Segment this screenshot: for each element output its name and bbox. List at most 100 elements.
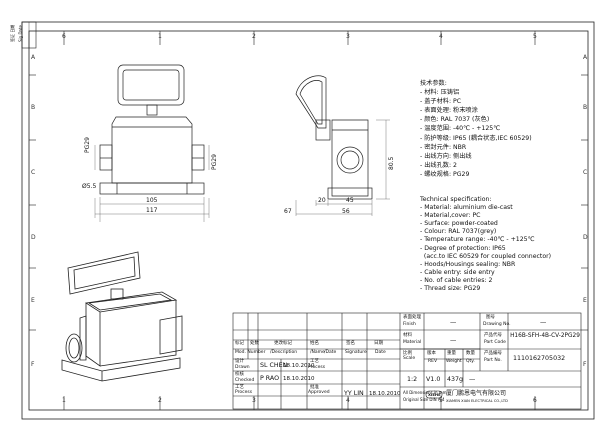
dim-pg29-left: PG29	[84, 137, 91, 153]
dim-80-5: 80.5	[388, 156, 395, 170]
qty-cn: 数量	[466, 351, 475, 356]
process-en-2: Process	[235, 390, 253, 395]
grid-bottom-label: 3	[252, 397, 256, 404]
dim-67: 67	[284, 208, 292, 215]
spec-en-line: (acc.to IEC 60529 for coupled connector)	[420, 252, 552, 260]
isometric-view	[61, 251, 183, 382]
dim-45: 45	[346, 197, 354, 204]
date-cn: 日期	[374, 341, 383, 346]
rev-desc-cn: 更改标记	[274, 341, 292, 346]
material-en: Material	[403, 340, 422, 345]
spec-en-line: - Hoods/Housings sealing: NBR	[420, 260, 516, 268]
inner-frame	[28, 30, 589, 411]
grid-bottom-label: 2	[158, 397, 162, 404]
checked-en: Checked	[235, 378, 255, 383]
rev-val: V1.0	[426, 376, 441, 383]
grid-top-label: 2	[252, 33, 256, 40]
front-view-dimension-lines	[94, 145, 210, 222]
approved-date: 18.10.2010	[369, 391, 401, 397]
grid-left-label: A	[31, 54, 36, 61]
checked-name: P RAO	[260, 375, 280, 382]
dim-20: 20	[318, 197, 326, 204]
date-en: Date	[375, 350, 386, 355]
spec-en-line: - Material,cover: PC	[420, 212, 481, 220]
title-block-grid	[232, 312, 582, 410]
stamp-en: Sig Date	[18, 24, 23, 42]
grid-bottom-label: 6	[533, 397, 537, 404]
drawing-no-val: —	[540, 319, 547, 326]
drawn-name: SL CHEN	[260, 362, 288, 369]
approved-cn: 批准	[310, 385, 319, 390]
process-en: Process	[308, 365, 326, 370]
drawn-date: 18.10.2010	[283, 363, 315, 369]
spec-en-line: - No. of cable entries: 2	[420, 276, 493, 284]
finish-val: —	[450, 319, 457, 326]
name-label: /Name	[310, 350, 325, 355]
company-name-cn: 厦门鹏恩电气有限公司	[446, 390, 507, 397]
checked-date: 18.10.2010	[283, 376, 315, 382]
grid-left-label: F	[31, 361, 35, 368]
spec-list-cn: 技术参数: - 材料: 压铸铝 - 盖子材料: PC - 表面处理: 粉末喷涂 …	[420, 79, 532, 179]
grid-bottom-label: 5	[439, 397, 443, 404]
spec-en-line: - Colour: RAL 7037(grey)	[420, 228, 497, 236]
process-cn-2: 工艺	[235, 385, 244, 390]
part-code-cn: 产品代号	[484, 333, 502, 338]
grid-top-label: 4	[439, 33, 443, 40]
material-cn: 材料	[403, 333, 412, 338]
spec-en-line: - Degree of protection: IP65	[420, 244, 506, 252]
spec-cn-line: - 表面处理: 粉末喷涂	[420, 107, 478, 115]
signature-en: Signature	[345, 350, 367, 355]
spec-cn-line: - 防护等级: IP65 (耦合状态,IEC 60529)	[420, 134, 532, 142]
part-code-en: Part Code	[484, 340, 506, 345]
company-name-en: XIAMEN XIAN ELECTRICAL CO.,LTD	[446, 399, 508, 403]
grid-right-label: C	[583, 169, 588, 176]
grid-right-label: A	[583, 54, 588, 61]
spec-cn-line: - 出线方向: 侧出线	[420, 152, 472, 160]
mod-number-label: Mod. Number	[235, 350, 266, 355]
spec-cn-line: - 螺纹规格: PG29	[420, 170, 470, 178]
spec-cn-line: 技术参数:	[420, 80, 447, 87]
stamp-cn: 签证 日期	[10, 24, 15, 42]
grid-top-label: 3	[346, 33, 350, 40]
rev-desc-en: /Description	[270, 350, 298, 355]
checked-cn: 校核	[235, 372, 244, 377]
dim-105: 105	[146, 197, 158, 204]
spec-cn-line: - 材料: 压铸铝	[420, 89, 460, 97]
dims-note-1: All Dimensions in mm	[403, 390, 447, 395]
weight-val: 437g	[447, 376, 464, 383]
dims-note-2: Original Size DIN A 4	[403, 397, 445, 402]
spec-cn-line: - 出线孔数: 2	[420, 161, 457, 169]
scale-en: Scale	[403, 356, 416, 361]
drawing-no-en: Drawing No.	[483, 322, 511, 327]
spec-en-line: - Cable entry: side entry	[420, 268, 495, 276]
sig-date-stamp: 签证 日期 Sig Date	[10, 18, 23, 43]
dim-117: 117	[146, 207, 158, 214]
signature-cn: 签名	[346, 341, 355, 346]
spec-cn-line: - 温度范围: -40℃ - +125℃	[420, 125, 501, 133]
grid-bottom-label: 4	[346, 397, 350, 404]
dim-hole: Ø5.5	[82, 183, 97, 190]
grid-left-label: E	[31, 297, 35, 304]
grid-top-label: 1	[158, 33, 162, 40]
grid-top-label: 5	[533, 33, 537, 40]
spec-en-line: Technical specification:	[420, 196, 492, 203]
side-view	[295, 75, 373, 200]
grid-top-label: 6	[62, 33, 66, 40]
qty-en: Qty.	[466, 359, 475, 364]
part-no-en: Part No.	[484, 358, 502, 363]
spec-en-line: - Thread size: PG29	[420, 285, 481, 293]
dim-56: 56	[342, 208, 350, 215]
rev-name-cn: 姓名	[310, 341, 319, 346]
approved-en: Approved	[308, 390, 330, 395]
drawn-cn: 设计	[235, 359, 244, 364]
weight-en: Weight	[446, 359, 462, 364]
grid-left-label: B	[31, 104, 36, 111]
dim-pg29-mid: PG29	[211, 154, 218, 170]
scale-cn: 比例	[403, 351, 412, 356]
grid-right-label: E	[583, 297, 587, 304]
grid-left-label: C	[31, 169, 36, 176]
drawn-en: Drawn	[235, 365, 250, 370]
part-no-cn: 产品编号	[484, 351, 502, 356]
